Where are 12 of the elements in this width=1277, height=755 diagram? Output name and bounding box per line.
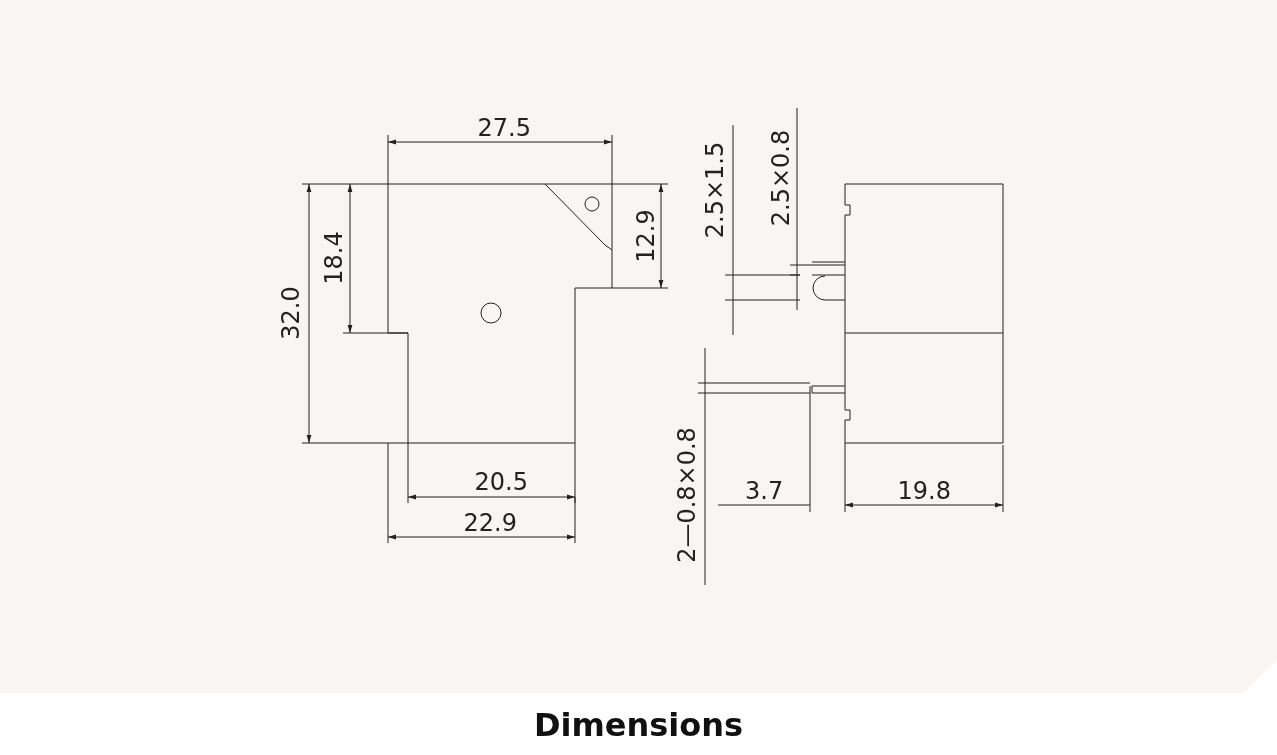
dimension-label: 18.4 bbox=[321, 231, 346, 285]
dimension-label: 2.5×0.8 bbox=[769, 129, 794, 227]
dimension-label: 12.9 bbox=[633, 209, 658, 263]
dimension-label: 20.5 bbox=[474, 470, 528, 494]
dimension-label: 2—0.8×0.8 bbox=[674, 427, 699, 563]
dimension-label: 19.8 bbox=[897, 479, 951, 503]
dimension-label: 32.0 bbox=[278, 286, 303, 340]
caption: Dimensions bbox=[533, 706, 744, 744]
dimension-label: 27.5 bbox=[477, 116, 531, 140]
dimension-label: 22.9 bbox=[463, 511, 517, 535]
dimension-label: 3.7 bbox=[745, 479, 784, 503]
dimension-label: 2.5×1.5 bbox=[703, 141, 728, 239]
